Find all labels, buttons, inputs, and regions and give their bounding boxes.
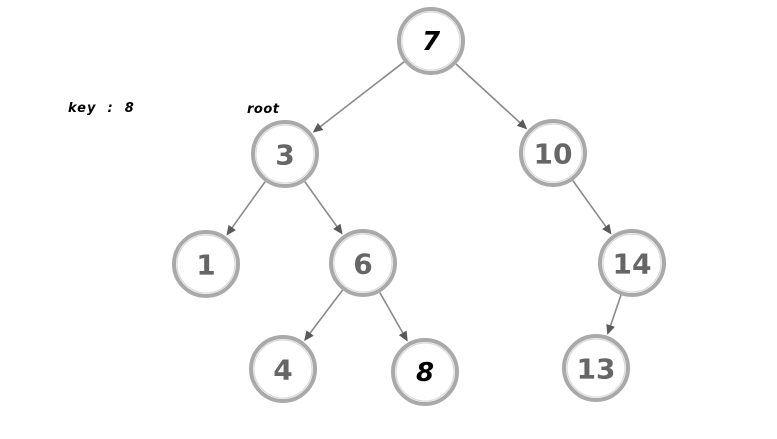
node-circle-inner	[176, 234, 236, 294]
node-circle-inner	[401, 11, 461, 71]
node-circle	[329, 229, 397, 297]
edge-line	[379, 292, 406, 337]
node-circle	[397, 7, 465, 75]
node-value: 6	[353, 248, 372, 281]
arrowhead-icon	[304, 330, 314, 342]
node-circle-inner	[395, 342, 455, 402]
edge-line	[572, 180, 609, 231]
arrowhead-icon	[606, 323, 615, 335]
tree-node-10: 10	[519, 119, 587, 187]
edge-n3-n1	[226, 181, 266, 236]
edge-n7-n10	[455, 63, 528, 130]
edges-layer	[226, 61, 622, 342]
tree-node-4: 4	[249, 335, 317, 403]
arrowhead-icon	[516, 119, 528, 130]
node-value: 1	[196, 249, 215, 282]
root-label: root	[247, 102, 280, 117]
edge-n10-n14	[572, 180, 612, 235]
arrowhead-icon	[333, 223, 343, 235]
edge-n14-n13	[606, 294, 622, 335]
node-circle	[598, 229, 666, 297]
search-key-label: key : 8	[68, 101, 135, 116]
node-circle-inner	[523, 123, 583, 183]
tree-node-8: 8	[391, 338, 459, 406]
node-circle-inner	[602, 233, 662, 293]
node-circle-inner	[253, 339, 313, 399]
node-value: 4	[273, 354, 292, 387]
edge-line	[316, 61, 405, 130]
node-circle	[562, 334, 630, 402]
node-circle-inner	[255, 124, 315, 184]
tree-node-13: 13	[562, 334, 630, 402]
arrowhead-icon	[602, 223, 612, 235]
tree-node-14: 14	[598, 229, 666, 297]
tree-node-6: 6	[329, 229, 397, 297]
tree-node-1: 1	[172, 230, 240, 298]
edge-line	[307, 289, 344, 337]
node-circle-inner	[333, 233, 393, 293]
node-value: 8	[416, 358, 434, 388]
node-circle	[391, 338, 459, 406]
edge-line	[455, 63, 524, 126]
node-value: 13	[577, 353, 616, 386]
node-value: 7	[422, 27, 441, 57]
edge-n3-n6	[304, 181, 343, 235]
edge-n6-n4	[304, 289, 344, 342]
arrowhead-icon	[398, 330, 408, 342]
node-value: 14	[613, 248, 652, 281]
arrowhead-icon	[312, 122, 324, 133]
node-circle	[251, 120, 319, 188]
edge-n7-n3	[312, 61, 405, 133]
node-value: 10	[534, 138, 573, 171]
edge-line	[229, 181, 266, 232]
node-value: 3	[275, 139, 294, 172]
arrowhead-icon	[226, 224, 236, 236]
node-circle	[519, 119, 587, 187]
node-circle	[249, 335, 317, 403]
node-circle	[172, 230, 240, 298]
edge-line	[608, 294, 622, 330]
tree-node-7: 7	[397, 7, 465, 75]
edge-n6-n8	[379, 292, 408, 342]
nodes-layer: 7 3 10 1 6 14 4 8 13	[172, 7, 666, 406]
node-circle-inner	[566, 338, 626, 398]
edge-line	[304, 181, 340, 231]
tree-node-3: 3	[251, 120, 319, 188]
